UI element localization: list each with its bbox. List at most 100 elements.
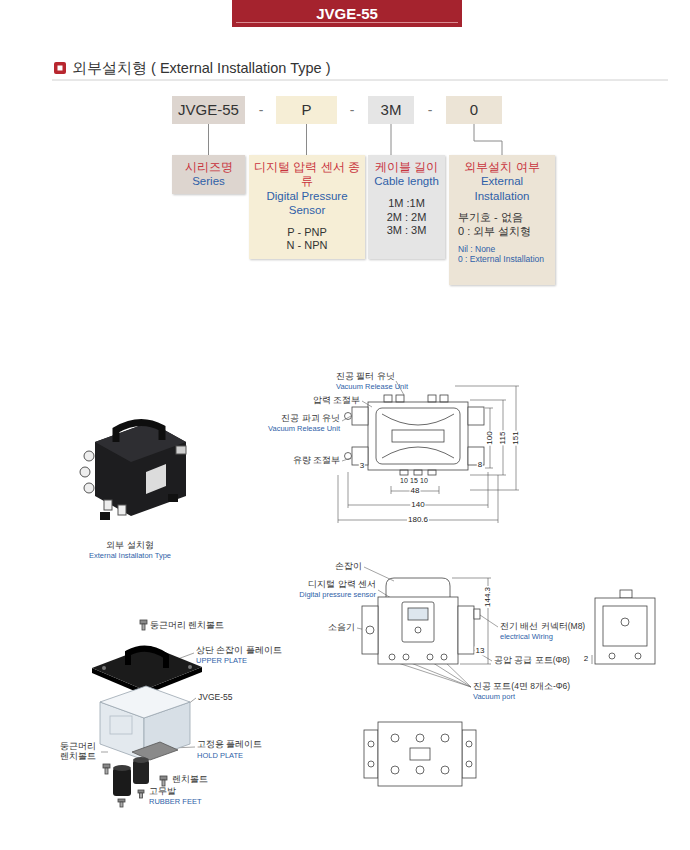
dimension: 115: [498, 431, 507, 446]
bottom-view: [410, 748, 430, 760]
box-text: 부기호 - 없음: [453, 211, 551, 225]
part-label: 공압 공급 포트(Φ8): [494, 656, 570, 666]
dimension-lines: [470, 400, 506, 401]
front-view: [366, 626, 374, 634]
front-view: [415, 627, 421, 633]
box-text: Series: [176, 174, 241, 188]
front-view: [474, 609, 480, 619]
code-box: 3M: [368, 96, 414, 124]
product-photo: [116, 422, 162, 442]
dimension: 2: [583, 654, 589, 663]
product-photo: [176, 446, 186, 454]
page-title: JVGE-55: [232, 0, 462, 27]
dimension-lines: [348, 472, 349, 508]
connector-line: [208, 124, 209, 155]
box-text: P - PNP: [253, 226, 361, 240]
dimension: 100: [485, 430, 494, 445]
dimension-lines: [439, 486, 440, 494]
exploded-view: [113, 768, 131, 796]
box-text: Cable length: [372, 174, 441, 188]
top-view: [382, 414, 454, 458]
dimension-lines: [455, 386, 519, 387]
bolt-icon: [160, 776, 167, 786]
dimension: 10: [419, 477, 429, 485]
leader-lines: [342, 458, 351, 461]
code-box: P: [276, 96, 337, 124]
box-text: 0 : 외부 설치형: [453, 225, 551, 239]
side-view: [620, 590, 632, 598]
leader-lines: [101, 381, 498, 752]
exploded-view: [188, 665, 192, 669]
front-view: [386, 578, 450, 597]
top-view: [384, 395, 392, 402]
bottom-view: [391, 766, 399, 774]
front-view: [403, 654, 409, 660]
bottom-view: [462, 730, 476, 778]
part-label: 전기 배선 커넥터(M8): [500, 622, 585, 632]
product-photo: [100, 512, 110, 520]
part-label: electrical Wiring: [500, 633, 553, 642]
side-view: [635, 653, 641, 659]
part-label: 고정용 플레이트: [197, 740, 262, 750]
dimension-lines: [470, 490, 519, 491]
connector-line: [306, 124, 307, 155]
leader-lines: [430, 661, 471, 687]
dimension: 15: [409, 477, 419, 485]
dimension: 180.6: [407, 515, 429, 524]
box-text: 3M : 3M: [372, 224, 441, 238]
top-view: [428, 395, 436, 402]
bolt-icon: [103, 764, 110, 774]
bottom-view: [441, 734, 449, 742]
dimension-lines: [338, 475, 339, 523]
dimension-lines: [488, 472, 489, 508]
bolt-icon: [140, 620, 147, 624]
part-label: Vacuum port: [473, 693, 515, 702]
dimension-lines: [391, 486, 392, 494]
box-heading: 시리즈명: [176, 160, 241, 174]
side-view: [595, 598, 655, 664]
title-banner: [236, 22, 458, 23]
bottom-view: [364, 722, 476, 786]
front-view: [408, 608, 428, 620]
dimension-lines: [485, 408, 493, 409]
top-view: [392, 430, 444, 442]
separator: -: [350, 102, 355, 118]
dimension: 48: [410, 486, 421, 495]
part-label: Vacuum Release Unit: [268, 425, 340, 434]
bolt-icon: [118, 799, 125, 802]
leader-lines: [444, 661, 471, 687]
dimension-lines: [338, 386, 592, 664]
bottom-view: [416, 766, 424, 774]
title-banner: [232, 0, 462, 27]
part-label: JVGE-55: [198, 693, 233, 703]
top-view: [368, 402, 468, 470]
dimension-lines: [485, 468, 493, 469]
bolt-icon: [142, 624, 145, 630]
part-label: 진공 필터 유닛: [336, 372, 395, 382]
part-label: UPPER PLATE: [196, 657, 247, 666]
spec-box: 시리즈명Series: [172, 155, 245, 194]
front-view: [402, 602, 434, 642]
front-view: [362, 578, 480, 664]
leader-lines: [480, 615, 498, 627]
bottom-view: [391, 734, 399, 742]
part-label: 렌치볼트: [172, 775, 208, 785]
bottom-view: [368, 741, 374, 747]
exploded-view: [110, 716, 132, 734]
top-view: [396, 395, 404, 402]
leader-lines: [342, 416, 351, 421]
bolt-icon: [120, 802, 123, 807]
code-box: 0: [446, 96, 502, 124]
bottom-view: [441, 766, 449, 774]
exploded-view: [113, 765, 131, 771]
part-label: 압력 조절부: [313, 396, 360, 406]
top-view: [414, 470, 422, 475]
top-view: [400, 470, 408, 475]
dimension: 151: [511, 430, 520, 445]
part-label: 진공 파괴 유닛: [281, 414, 340, 424]
leader-lines: [392, 661, 471, 687]
bottom-view: [466, 761, 472, 767]
leader-lines: [406, 661, 471, 687]
